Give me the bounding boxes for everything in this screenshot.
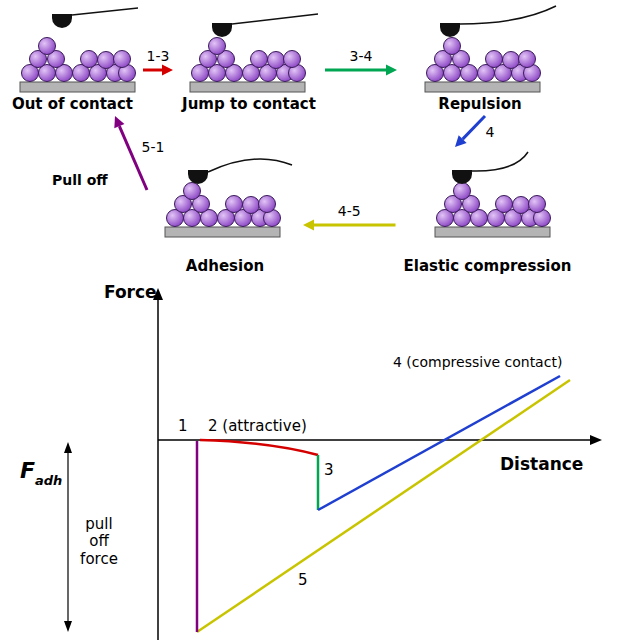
chart-label: pull off force [74,516,124,568]
stage-caption: Adhesion [186,257,264,275]
cantilever [460,6,556,24]
chart-label: 3 [324,462,334,479]
chart-label: 4 (compressive contact) [393,354,562,370]
stage-caption: Out of contact [12,95,133,113]
arrow-shaft [143,69,162,72]
pull-off-line [196,441,199,632]
arrowhead [386,65,397,76]
panel-adhesion [165,159,292,237]
arrowhead [114,116,124,128]
particle-film [165,183,281,238]
cantilever [72,8,138,15]
cantilever [208,159,292,172]
attractive-curve [200,440,318,455]
chart-label: Pull off [52,172,108,188]
step-label: 3-4 [349,48,374,64]
step-label: 5-1 [141,139,166,155]
double-arrow [67,452,68,622]
arrow-shaft [119,126,147,190]
force-axis [157,298,159,640]
afm-tip [452,170,472,184]
step-label: 4-5 [337,203,362,219]
arrowhead [455,135,467,147]
arrowhead [162,65,173,76]
stage-panel: Elastic compression [399,150,577,275]
particle-film [435,183,551,238]
stage-panel: Adhesion [150,150,300,275]
stage-panel: Out of contact [5,8,140,113]
stage-caption: Elastic compression [404,257,572,275]
chart-label: adh [35,474,62,489]
stage-caption: Repulsion [438,95,521,113]
arrow-shaft [325,69,386,72]
particle-film [20,38,136,93]
stage-arrow [143,65,173,76]
arrowhead [303,220,314,231]
panel-out-of-contact [20,8,138,92]
chart-label: 1 [178,418,188,435]
chart-label: F [20,458,35,483]
force-distance-chart [64,288,602,640]
axis-arrowhead [590,435,602,445]
arrowhead [64,442,72,453]
chart-label: Distance [500,455,583,475]
cantilever [472,152,528,171]
step-label: 1-3 [146,48,171,64]
arrow-shaft [463,116,485,139]
stage-arrow [325,65,397,76]
retract-line [197,380,570,632]
step-label: 4 [485,124,496,140]
afm-tip [212,23,232,37]
jump-segment [317,455,320,510]
stage-caption: Jump to contact [182,95,316,113]
particle-film [190,38,306,93]
stage-arrow [455,116,485,147]
cantilever [232,14,318,24]
stage-panel: Jump to contact [176,8,322,113]
afm-tip [188,170,208,184]
compress-line [318,376,560,510]
chart-label: 2 (attractive) [208,418,307,435]
afm-tip [52,14,72,28]
stage-panel: Repulsion [400,8,560,113]
arrow-shaft [314,224,396,227]
arrowhead [64,621,72,632]
stage-arrow [303,220,396,231]
chart-label: 5 [298,572,308,589]
panel-jump-to-contact [190,14,318,92]
afm-tip [440,23,460,37]
particle-film [425,38,541,93]
chart-label: Force [104,283,157,303]
panel-elastic-compression [435,152,551,237]
panel-repulsion [425,6,556,92]
